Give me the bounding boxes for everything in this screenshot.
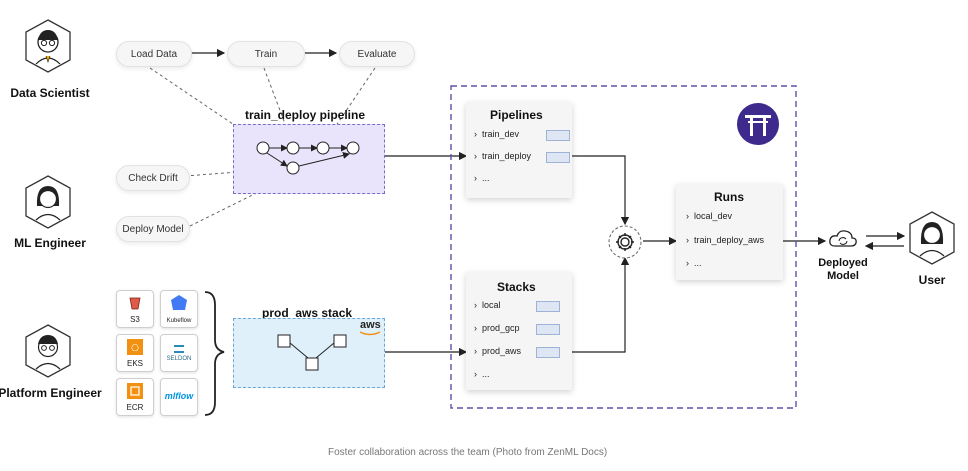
ecr-icon <box>127 383 143 399</box>
pipeline-title: train_deploy pipeline <box>245 108 366 122</box>
pipelines-card <box>466 102 572 198</box>
ml-engineer-avatar <box>25 175 71 229</box>
eks-icon: ⎔ <box>127 339 143 355</box>
stack-box <box>233 318 385 388</box>
deployed-model-label: Deployed Model <box>813 257 873 283</box>
ecr-tool: ECR <box>116 378 154 416</box>
data-scientist-label: Data Scientist <box>10 86 90 100</box>
s3-label: S3 <box>130 315 140 324</box>
stack-chip <box>536 301 560 312</box>
cloud-sync-icon <box>829 230 857 247</box>
figure-caption: Foster collaboration across the team (Ph… <box>328 447 608 458</box>
torii-gate-icon <box>737 103 779 145</box>
platform-engineer-label: Platform Engineer <box>0 386 102 400</box>
stack-row: › prod_aws <box>474 346 522 356</box>
eks-tool: ⎔ EKS <box>116 334 154 372</box>
kubeflow-label: Kubeflow <box>166 318 192 324</box>
stack-row: › prod_gcp <box>474 323 520 333</box>
eks-label: EKS <box>126 359 143 368</box>
run-row: › ... <box>686 258 702 268</box>
bucket-icon <box>129 297 141 310</box>
stack-diagram <box>277 334 347 371</box>
mlflow-label: mlflow <box>164 391 194 401</box>
pipeline-chip <box>546 130 570 141</box>
pipeline-row: › train_deploy <box>474 151 532 161</box>
kubeflow-tool: Kubeflow <box>160 290 198 328</box>
user-label: User <box>918 273 946 287</box>
user-avatar <box>909 211 955 265</box>
stack-title: prod_aws stack <box>262 306 353 320</box>
run-row: › local_dev <box>686 211 733 221</box>
check-drift-step: Check Drift <box>116 165 190 191</box>
platform-engineer-avatar <box>25 324 71 378</box>
pipeline-row: › train_dev <box>474 129 520 139</box>
train-step: Train <box>227 41 305 67</box>
seldon-icon <box>174 345 184 353</box>
seldon-tool: SELDON <box>160 334 198 372</box>
deployed-model-line2: Model <box>827 270 859 282</box>
gear-icon <box>608 225 642 259</box>
aws-logo: aws <box>360 319 381 331</box>
data-scientist-avatar <box>25 19 71 73</box>
s3-tool: S3 <box>116 290 154 328</box>
stacks-card-title: Stacks <box>497 280 536 294</box>
svg-text:⎔: ⎔ <box>131 343 139 353</box>
run-row: › train_deploy_aws <box>686 235 765 245</box>
seldon-label: SELDON <box>166 356 192 362</box>
deployed-model-line1: Deployed <box>818 257 868 269</box>
stack-chip <box>536 347 560 358</box>
pipeline-box <box>233 124 385 194</box>
pipeline-dag <box>256 141 360 175</box>
kubeflow-icon <box>171 295 187 310</box>
ecr-label: ECR <box>126 403 144 412</box>
pipeline-chip <box>546 152 570 163</box>
load-data-step: Load Data <box>116 41 192 67</box>
evaluate-step: Evaluate <box>339 41 415 67</box>
pipelines-card-title: Pipelines <box>490 108 543 122</box>
stack-chip <box>536 324 560 335</box>
stack-row: › ... <box>474 369 490 379</box>
stack-row: › local <box>474 300 501 310</box>
aws-smile-icon <box>359 331 381 336</box>
ml-engineer-label: ML Engineer <box>14 236 86 250</box>
pipeline-row: › ... <box>474 173 490 183</box>
runs-card <box>676 184 783 280</box>
mlflow-tool: mlflow <box>160 378 198 416</box>
deploy-model-step: Deploy Model <box>116 216 190 242</box>
runs-card-title: Runs <box>714 190 744 204</box>
